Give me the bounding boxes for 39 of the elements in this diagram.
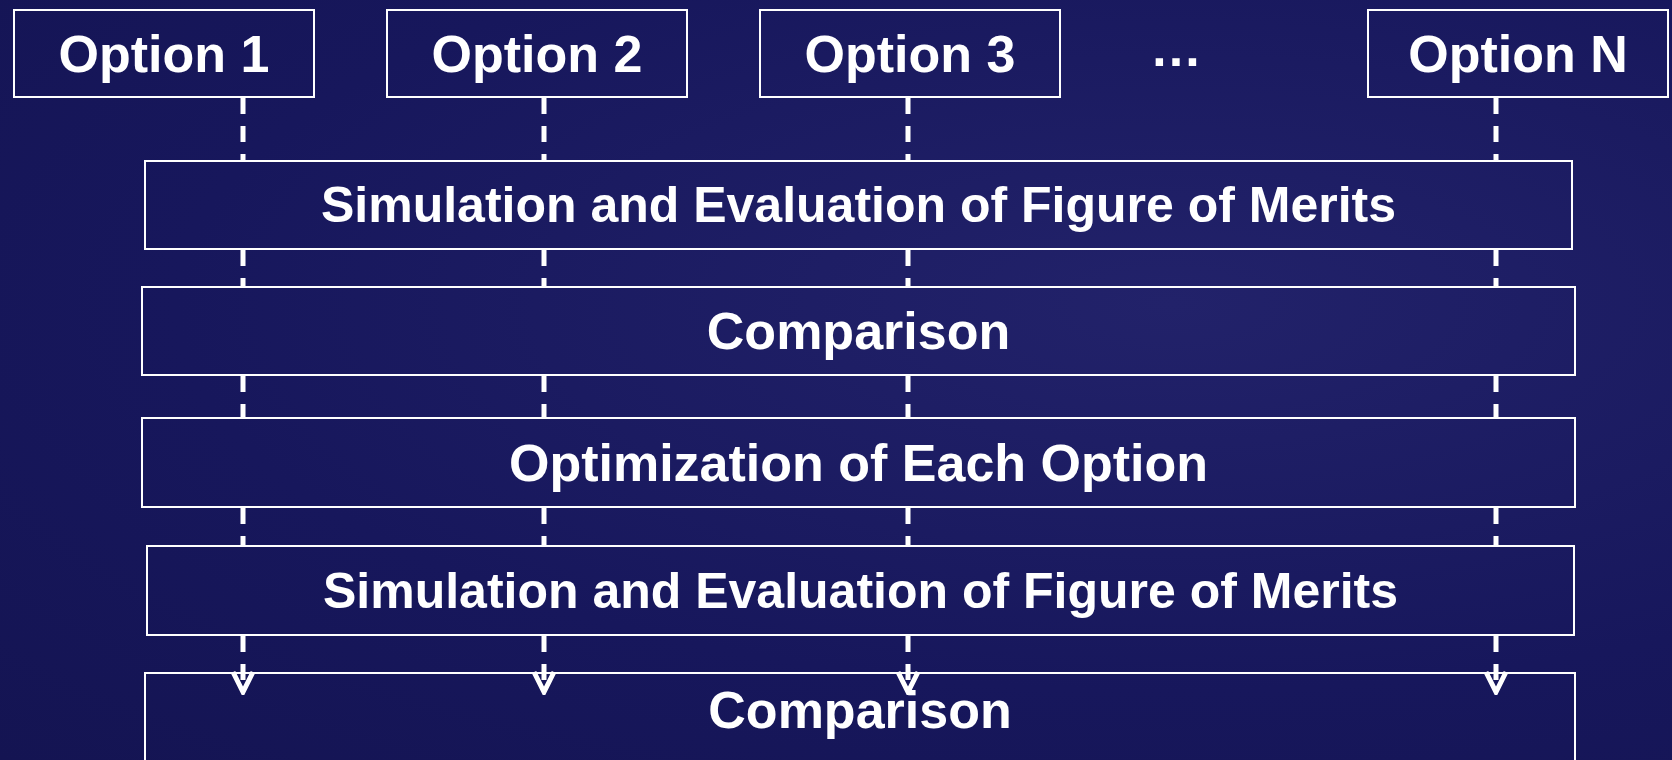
dashed-connector bbox=[1493, 98, 1499, 160]
process-box bbox=[141, 286, 1576, 376]
process-box bbox=[386, 9, 688, 98]
dashed-connector bbox=[905, 508, 911, 545]
dashed-connector bbox=[240, 250, 246, 286]
dashed-arrow bbox=[1483, 636, 1509, 695]
box-label: Optimization of Each Option bbox=[508, 432, 1209, 493]
box-label: Comparison bbox=[708, 680, 1012, 740]
dashed-connector bbox=[541, 250, 547, 286]
dashed-connector bbox=[541, 98, 547, 160]
process-box bbox=[13, 9, 315, 98]
box-label: Option N bbox=[1408, 23, 1628, 84]
dashed-arrow bbox=[531, 636, 557, 695]
dashed-connector bbox=[1493, 250, 1499, 286]
dashed-connector bbox=[1493, 376, 1499, 417]
dashed-connector bbox=[541, 376, 547, 417]
process-box bbox=[144, 160, 1573, 250]
dashed-connector bbox=[240, 508, 246, 545]
process-box bbox=[146, 545, 1575, 636]
dashed-connector bbox=[905, 376, 911, 417]
process-box bbox=[144, 672, 1576, 760]
box-label: Option 2 bbox=[431, 23, 643, 84]
process-box bbox=[141, 417, 1576, 508]
dashed-arrow bbox=[895, 636, 921, 695]
dashed-arrow bbox=[230, 636, 256, 695]
process-box bbox=[1367, 9, 1669, 98]
dashed-connector bbox=[905, 98, 911, 160]
ellipsis-text: … bbox=[1150, 18, 1202, 78]
box-label: Simulation and Evaluation of Figure of Merits bbox=[322, 561, 1399, 620]
dashed-connector bbox=[905, 250, 911, 286]
box-label: Option 1 bbox=[58, 23, 270, 84]
box-label: Simulation and Evaluation of Figure of Merits bbox=[320, 176, 1397, 234]
process-box bbox=[759, 9, 1061, 98]
dashed-connector bbox=[541, 508, 547, 545]
box-label: Comparison bbox=[706, 301, 1011, 361]
dashed-connector bbox=[240, 98, 246, 160]
box-label: Option 3 bbox=[804, 23, 1016, 84]
dashed-connector bbox=[1493, 508, 1499, 545]
dashed-connector bbox=[240, 376, 246, 417]
